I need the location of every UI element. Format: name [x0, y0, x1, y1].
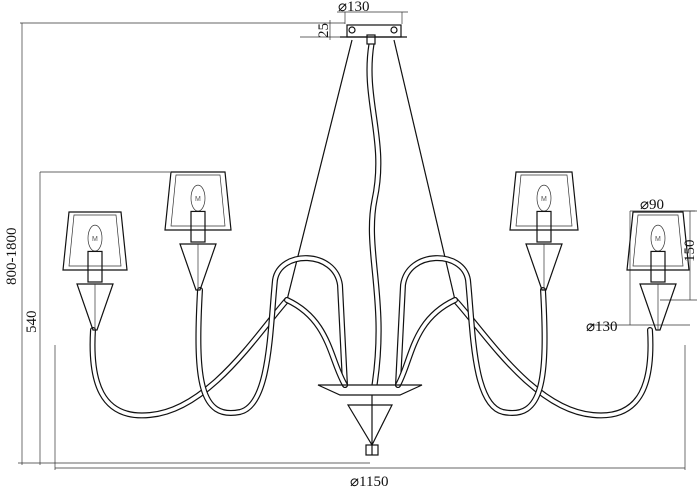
arm-outline [284, 297, 348, 388]
bulb-mark: M [92, 236, 98, 243]
lamp-cup [76, 283, 114, 331]
shade-bottom-diameter-label: ⌀130 [586, 319, 618, 335]
lamp-cup [639, 283, 677, 331]
body-height-label: 540 [24, 311, 40, 334]
lamp-shade [626, 211, 690, 271]
bulb-mark: M [195, 196, 201, 203]
shade-top-diameter-label: ⌀90 [640, 197, 664, 213]
overall-height-label: 800-1800 [4, 228, 20, 286]
canopy-height-label: 25 [316, 23, 332, 38]
arm-inner [285, 298, 347, 387]
arms [89, 255, 654, 419]
bulb-socket [190, 210, 206, 243]
lamp: M [62, 211, 128, 331]
arm-inner [196, 256, 347, 415]
lamp-shade [62, 211, 128, 271]
overall-diameter-label: ⌀1150 [350, 474, 388, 490]
lamp-shade-inner [68, 214, 122, 267]
canopy [340, 24, 407, 45]
lamp-cup [525, 243, 563, 291]
lamp: M [509, 171, 579, 291]
lamp-shade-inner [632, 214, 684, 267]
bulb-socket [536, 210, 552, 243]
lamp-shade-inner [170, 174, 226, 227]
bulb-mark: M [541, 196, 547, 203]
lamp: M [164, 171, 232, 291]
lamp-cup [179, 243, 217, 291]
lamp-shade-inner [515, 174, 573, 227]
arm-inner [396, 298, 457, 387]
arm-outline [395, 297, 458, 388]
lamp: M [626, 211, 690, 331]
center-bowl [317, 384, 423, 456]
arm-inner [453, 298, 653, 418]
arm-inner [396, 256, 547, 415]
shade-height-label: 150 [682, 240, 698, 263]
bulb-mark: M [655, 236, 661, 243]
arm-inner [90, 298, 289, 418]
lamp-shade [164, 171, 232, 231]
canopy-diameter-label: ⌀130 [338, 0, 370, 15]
bulb-socket [87, 250, 103, 283]
lamp-shade [509, 171, 579, 231]
dimension-lines [18, 11, 697, 470]
bulb-socket [650, 250, 666, 283]
suspension-wires [286, 39, 456, 386]
lamps: M M M M [62, 171, 690, 331]
